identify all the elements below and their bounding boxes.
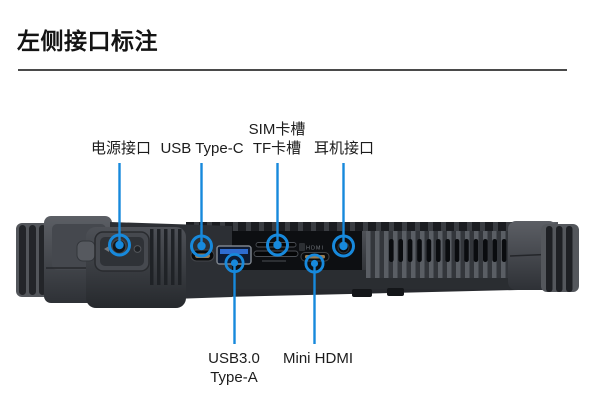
- cover-screw: [133, 245, 142, 253]
- callout-marker-sim-tf: [266, 233, 289, 257]
- callout-label-line: Type-A: [210, 369, 258, 386]
- callout-lines-top: [118, 163, 345, 247]
- bottom-tab: [352, 289, 372, 297]
- title-divider: [18, 69, 567, 71]
- callout-marker-power: [108, 233, 131, 257]
- left-bumper: [16, 223, 52, 297]
- callout-label-line: 耳机接口: [313, 140, 375, 157]
- callout-lines-bottom: [233, 263, 316, 344]
- callout-label-power: 电源接口: [91, 139, 151, 158]
- top-ribbed-edge: [186, 222, 513, 231]
- callout-label-line: SIM卡槽: [248, 121, 306, 138]
- sim-icon: [299, 243, 305, 251]
- hinge-ribs: [150, 229, 182, 285]
- callout-label-mini-hdmi: Mini HDMI: [283, 349, 353, 368]
- callout-label-line: Mini HDMI: [283, 350, 353, 367]
- vent-slots: [389, 239, 507, 262]
- callout-markers: [108, 233, 355, 274]
- page-title: 左侧接口标注: [17, 28, 158, 54]
- cover-latch: [76, 240, 96, 262]
- callout-label-usb-type-c: USB Type-C: [160, 139, 243, 158]
- power-cover-module: [76, 227, 186, 308]
- right-bumper: [541, 224, 579, 292]
- callout-label-usb3-type-a: USB3.0 Type-A: [208, 349, 260, 387]
- callout-label-line: TF卡槽: [252, 140, 302, 157]
- callout-label-line: USB3.0: [208, 350, 260, 367]
- callout-label-line: USB Type-C: [160, 140, 244, 157]
- callout-label-headphone: 耳机接口: [314, 139, 374, 158]
- callout-label-sim-tf: SIM卡槽 TF卡槽: [249, 120, 306, 158]
- callout-marker-usb-type-c: [190, 234, 213, 258]
- vent-grille: [366, 231, 513, 278]
- callout-marker-mini-hdmi: [304, 253, 325, 274]
- callout-marker-headphone: [332, 234, 355, 258]
- callout-label-line: 电源接口: [90, 140, 152, 157]
- bottom-tab: [387, 288, 404, 296]
- callout-marker-usb3-type-a: [224, 252, 245, 273]
- hdmi-marking: HDMI: [306, 246, 324, 252]
